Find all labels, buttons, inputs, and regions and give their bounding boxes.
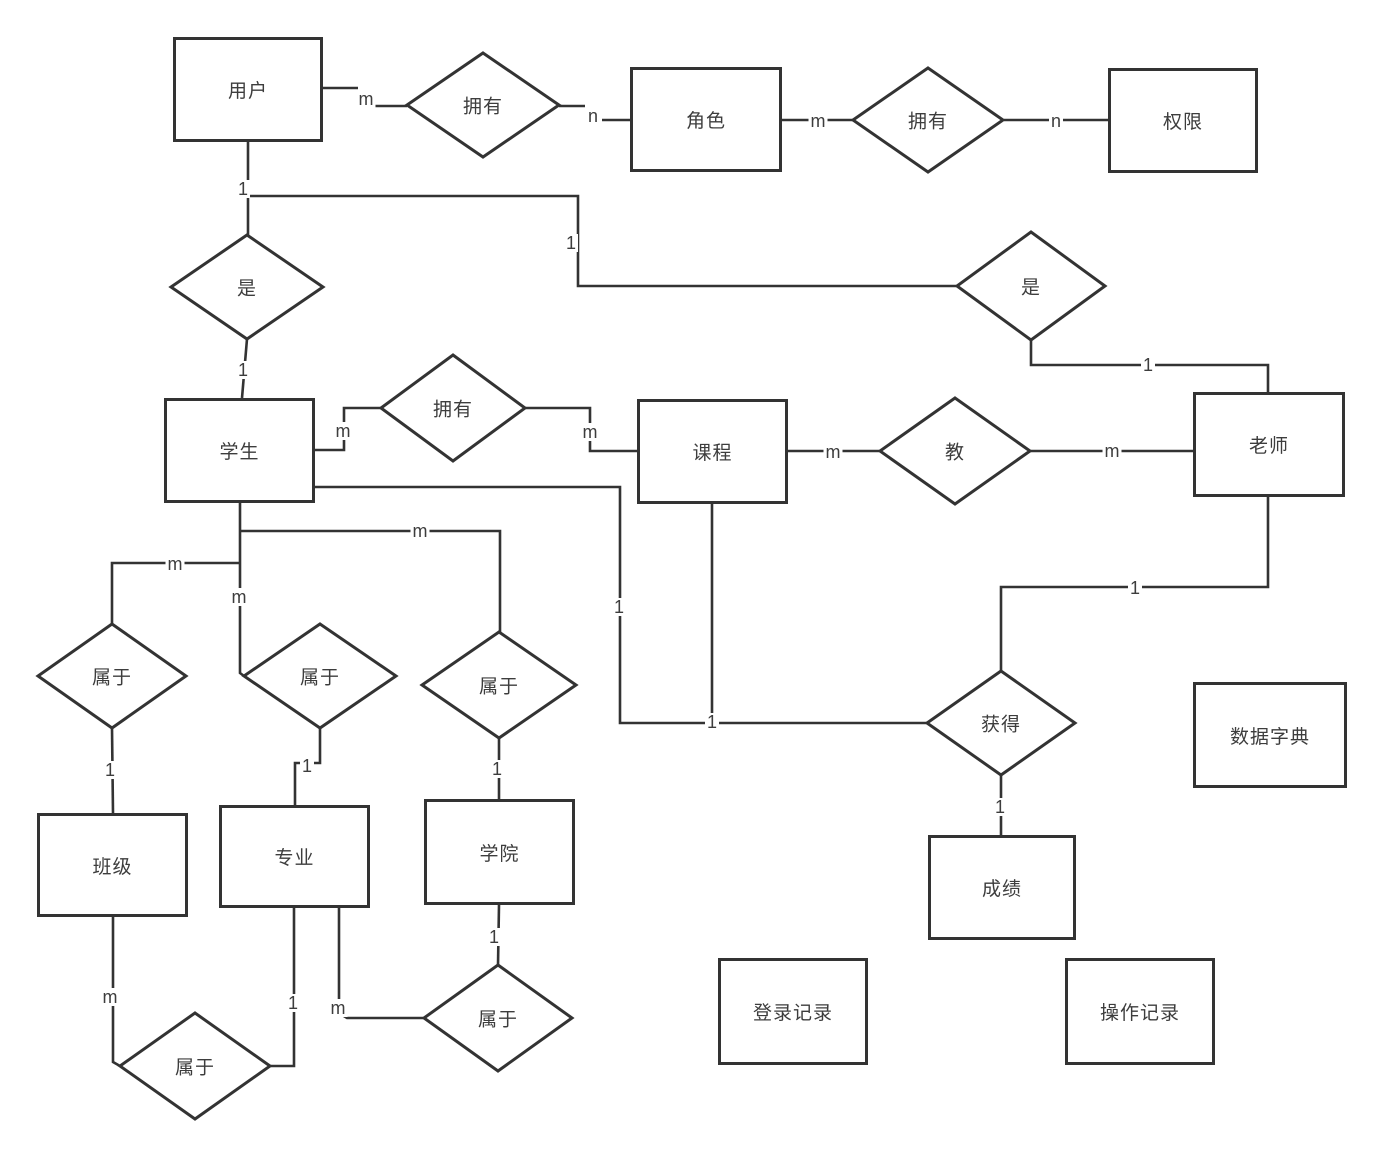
cardinality-label: m <box>580 422 600 442</box>
entity-role: 角色 <box>630 67 782 172</box>
cardinality-label: m <box>356 89 376 109</box>
diamond-class-belongs-major <box>117 1011 273 1121</box>
connector-major-to-belongs5 <box>337 908 424 1020</box>
cardinality-label: m <box>333 421 353 441</box>
entity-permission: 权限 <box>1108 68 1258 173</box>
relationship-major-belongs-college-label: 属于 <box>477 1009 519 1031</box>
entity-login-record-label: 登录记录 <box>752 1003 833 1024</box>
entity-data-dictionary-label: 数据字典 <box>1229 726 1310 748</box>
cardinality-label: 1 <box>285 993 301 1013</box>
diamond-user-has-role <box>404 51 562 159</box>
entity-data-dictionary: 数据字典 <box>1193 682 1347 788</box>
diamond-role-has-permission <box>850 66 1006 174</box>
cardinality-label: 1 <box>235 179 251 199</box>
entity-user-label: 用户 <box>227 81 268 102</box>
entity-student: 学生 <box>164 398 315 503</box>
entity-permission-label: 权限 <box>1162 112 1203 133</box>
entity-score-label: 成绩 <box>981 879 1022 900</box>
cardinality-label: m <box>165 554 185 574</box>
connector-major-to-belongs4 <box>270 908 296 1068</box>
diamond-student-belongs-major <box>241 622 399 730</box>
relationship-student-has-course-label: 拥有 <box>432 399 474 421</box>
connector-student-to-belongs1 <box>110 561 240 624</box>
relationship-student-belongs-class-label: 属于 <box>91 667 133 689</box>
connector-student-to-belongs2 <box>238 503 245 678</box>
connector-student-to-belongs3 <box>240 529 502 632</box>
diamond-course-obtains-score <box>924 669 1078 777</box>
entity-operation-record: 操作记录 <box>1065 958 1215 1065</box>
cardinality-label: 1 <box>992 797 1008 817</box>
cardinality-label: m <box>100 987 120 1007</box>
cardinality-label: n <box>1048 111 1064 131</box>
cardinality-label: m <box>328 998 348 1018</box>
cardinality-label: n <box>585 106 601 126</box>
entity-role-label: 角色 <box>685 111 726 132</box>
relationship-class-belongs-major-label: 属于 <box>174 1057 216 1079</box>
cardinality-label: 1 <box>563 233 579 253</box>
entity-login-record: 登录记录 <box>718 958 868 1065</box>
diamond-teacher-teaches-course <box>877 396 1033 506</box>
relationship-user-has-role-label: 拥有 <box>462 96 504 118</box>
relationship-role-has-permission-label: 拥有 <box>907 111 949 133</box>
entity-user: 用户 <box>173 37 323 142</box>
diamond-major-belongs-college <box>421 963 575 1073</box>
entity-operation-record-label: 操作记录 <box>1099 1003 1180 1024</box>
connector-user-branch-to-is2 <box>248 194 957 288</box>
cardinality-label: m <box>823 442 843 462</box>
cardinality-label: 1 <box>299 756 315 776</box>
entity-class: 班级 <box>37 813 188 917</box>
diamond-student-has-course <box>378 353 528 463</box>
cardinality-label: m <box>410 521 430 541</box>
entity-class-label: 班级 <box>92 856 133 878</box>
cardinality-label: 1 <box>102 760 118 780</box>
cardinality-label: 1 <box>486 927 502 947</box>
cardinality-label: m <box>1102 441 1122 461</box>
cardinality-label: 1 <box>1127 578 1143 598</box>
cardinality-label: m <box>808 111 828 131</box>
entity-course: 课程 <box>637 399 788 504</box>
relationship-user-is-student-label: 是 <box>236 278 258 300</box>
cardinality-label: 1 <box>235 360 251 380</box>
entity-course-label: 课程 <box>692 443 733 464</box>
entity-major-label: 专业 <box>274 848 315 869</box>
diamond-user-is-teacher <box>954 230 1108 342</box>
relationship-student-belongs-major-label: 属于 <box>299 667 341 689</box>
entity-college-label: 学院 <box>479 843 520 865</box>
cardinality-label: 1 <box>1140 355 1156 375</box>
entity-teacher-label: 老师 <box>1248 436 1289 457</box>
relationship-student-belongs-college-label: 属于 <box>478 676 520 698</box>
relationship-user-is-teacher-label: 是 <box>1020 277 1042 299</box>
entity-teacher: 老师 <box>1193 392 1345 497</box>
entity-major: 专业 <box>219 805 370 908</box>
cardinality-label: 1 <box>611 597 627 617</box>
cardinality-label: m <box>229 587 249 607</box>
entity-college: 学院 <box>424 799 575 905</box>
entity-student-label: 学生 <box>219 442 260 463</box>
entity-score: 成绩 <box>928 835 1076 940</box>
cardinality-label: 1 <box>704 712 720 732</box>
diamond-user-is-student <box>168 233 326 341</box>
diamond-student-belongs-college <box>419 630 579 740</box>
cardinality-label: 1 <box>489 759 505 779</box>
relationship-course-obtains-score-label: 获得 <box>980 714 1022 736</box>
diamond-student-belongs-class <box>35 622 189 730</box>
connector-class-to-belongs4 <box>111 917 121 1068</box>
relationship-teacher-teaches-course-label: 教 <box>944 442 966 464</box>
